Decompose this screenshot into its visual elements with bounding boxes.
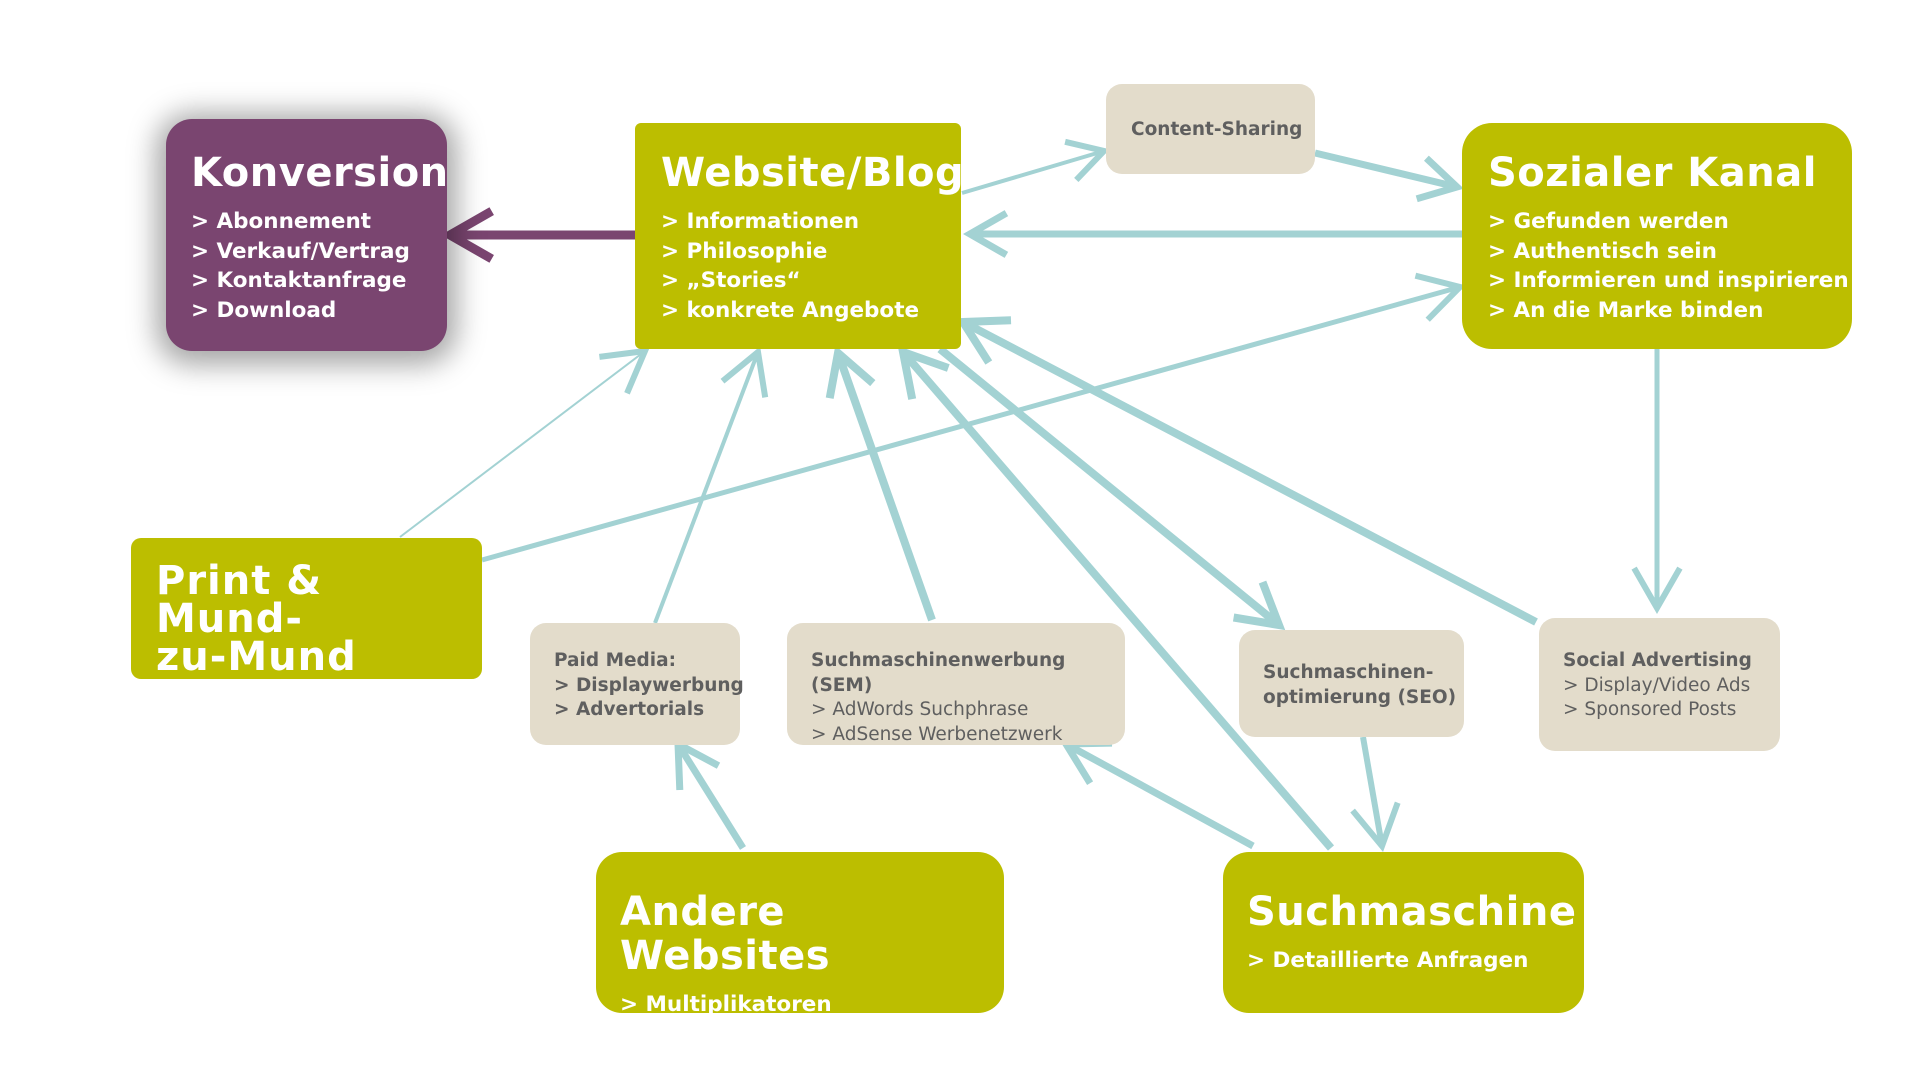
node-konversion-item: > Verkauf/Vertrag — [191, 238, 410, 264]
node-print-mund-zu-mund: Print & Mund- zu-Mund — [131, 538, 482, 679]
node-andere-websites-list: > Multiplikatoren — [620, 990, 1004, 1020]
arrow-paid-media-to-website-shaft — [653, 351, 760, 624]
node-andere-websites-item: > Multiplikatoren — [620, 992, 832, 1017]
arrow-print-to-website — [399, 347, 650, 538]
node-social-advertising-item: > Sponsored Posts — [1563, 699, 1737, 720]
node-sozialer-kanal-item: > Informieren und inspirieren — [1488, 268, 1849, 293]
node-sozialer-kanal-item: > An die Marke binden — [1488, 297, 1764, 323]
node-konversion-title: Konversion — [191, 150, 449, 196]
node-sozialer-kanal-item: > Gefunden werden — [1488, 209, 1729, 234]
node-sem-list: > AdWords Suchphrase > AdSense Werbenetz… — [811, 698, 1125, 747]
arrow-social-advertising-to-website-head — [955, 316, 1012, 365]
arrow-andere-websites-to-paid-media-head — [674, 738, 721, 791]
arrow-sem-to-website-head — [825, 345, 876, 399]
arrow-social-advertising-to-website — [955, 316, 1538, 626]
node-konversion-item: > Download — [191, 297, 337, 323]
arrow-content-sharing-to-sozialer-kanal — [1314, 149, 1464, 203]
node-andere-websites-title: Andere Websites — [620, 889, 831, 979]
node-social-advertising: Social Advertising > Display/Video Ads >… — [1539, 618, 1780, 751]
arrow-paid-media-to-website — [653, 346, 769, 624]
node-website-blog-list: > Informationen > Philosophie > „Stories… — [661, 207, 961, 325]
node-seo-title-line1: Suchmaschinen- — [1263, 662, 1434, 683]
node-seo-title-line2: optimierung (SEO) — [1263, 686, 1457, 708]
node-sozialer-kanal-list: > Gefunden werden > Authentisch sein > I… — [1488, 207, 1852, 325]
arrow-website-to-konversion-head — [440, 207, 494, 263]
arrow-sozialer-kanal-to-website — [962, 210, 1468, 258]
arrow-seo-to-suchmaschine-shaft — [1360, 736, 1385, 847]
arrow-website-to-konversion — [440, 207, 640, 263]
arrow-suchmaschine-to-website-head — [897, 345, 950, 400]
node-konversion-item: > Kontaktanfrage — [191, 268, 407, 293]
arrow-sem-to-website-shaft — [834, 351, 936, 622]
arrow-sem-to-website — [825, 345, 936, 622]
arrow-print-to-sozialer-kanal — [481, 272, 1466, 563]
node-paid-media-title: Paid Media: — [554, 650, 676, 671]
arrow-print-to-website-shaft — [399, 350, 646, 538]
node-social-advertising-item: > Display/Video Ads — [1563, 674, 1751, 696]
arrow-website-to-content-sharing-head — [1064, 138, 1110, 182]
arrow-website-to-seo — [937, 345, 1286, 631]
arrow-website-to-seo-head — [1232, 580, 1286, 631]
arrow-social-advertising-to-website-shaft — [961, 318, 1538, 626]
arrow-print-to-website-head — [599, 347, 650, 395]
node-website-blog-title: Website/Blog — [661, 150, 965, 196]
node-paid-media: Paid Media: > Displaywerbung > Advertori… — [530, 623, 744, 745]
node-suchmaschine-list: > Detaillierte Anfragen — [1247, 946, 1584, 976]
arrow-suchmaschine-to-sem-shaft — [1064, 740, 1255, 850]
arrow-print-to-sozialer-kanal-head — [1414, 272, 1466, 322]
arrow-paid-media-to-website-head — [720, 346, 769, 398]
node-content-sharing-title: Content-Sharing — [1131, 119, 1303, 140]
node-sem-title: Suchmaschinenwerbung (SEM) — [811, 650, 1066, 696]
node-konversion: Konversion > Abonnement > Verkauf/Vertra… — [166, 119, 449, 351]
node-website-blog-item: > konkrete Angebote — [661, 297, 920, 323]
arrow-andere-websites-to-paid-media-shaft — [675, 742, 746, 850]
arrow-website-to-seo-shaft — [937, 345, 1282, 629]
node-sozialer-kanal: Sozialer Kanal > Gefunden werden > Authe… — [1462, 123, 1852, 349]
arrow-seo-to-suchmaschine — [1350, 736, 1401, 852]
node-social-advertising-list: > Display/Video Ads > Sponsored Posts — [1563, 674, 1780, 723]
arrow-website-to-content-sharing — [961, 138, 1110, 195]
node-suchmaschine: Suchmaschine > Detaillierte Anfragen — [1223, 852, 1584, 1013]
node-suchmaschine-title: Suchmaschine — [1247, 889, 1577, 935]
node-paid-media-item: > Advertorials — [554, 699, 705, 720]
node-konversion-item: > Abonnement — [191, 209, 372, 234]
arrow-andere-websites-to-paid-media — [674, 738, 746, 850]
node-website-blog-item: > Informationen — [661, 209, 860, 234]
node-sem-item: > AdSense Werbenetzwerk — [811, 723, 1063, 745]
arrow-sozialer-kanal-to-website-head — [962, 210, 1009, 258]
node-suchmaschine-item: > Detaillierte Anfragen — [1247, 948, 1529, 973]
arrow-content-sharing-to-sozialer-kanal-head — [1415, 155, 1464, 203]
node-seo: Suchmaschinen- optimierung (SEO) — [1239, 630, 1464, 737]
arrow-print-to-sozialer-kanal-shaft — [481, 284, 1461, 563]
node-content-sharing: Content-Sharing — [1106, 84, 1315, 174]
node-sem-item: > AdWords Suchphrase — [811, 699, 1029, 720]
node-paid-media-list: > Displaywerbung > Advertorials — [554, 674, 744, 723]
arrow-seo-to-suchmaschine-head — [1350, 801, 1401, 852]
arrow-suchmaschine-to-website-shaft — [899, 349, 1335, 851]
arrow-suchmaschine-to-sem — [1059, 739, 1255, 850]
arrow-content-sharing-to-sozialer-kanal-shaft — [1314, 149, 1458, 191]
arrow-suchmaschine-to-website — [897, 345, 1335, 851]
node-website-blog: Website/Blog > Informationen > Philosoph… — [635, 123, 965, 349]
node-sozialer-kanal-item: > Authentisch sein — [1488, 238, 1717, 264]
node-website-blog-item: > Philosophie — [661, 238, 828, 264]
node-andere-websites: Andere Websites > Multiplikatoren — [596, 852, 1004, 1017]
node-konversion-list: > Abonnement > Verkauf/Vertrag > Kontakt… — [191, 207, 447, 325]
node-website-blog-item: > „Stories“ — [661, 268, 801, 293]
arrow-website-to-content-sharing-shaft — [961, 149, 1105, 195]
node-sozialer-kanal-title: Sozialer Kanal — [1488, 150, 1817, 196]
node-paid-media-item: > Displaywerbung — [554, 674, 744, 696]
node-sem: Suchmaschinenwerbung (SEM) > AdWords Suc… — [787, 623, 1125, 745]
node-print-title-line1: Print & Mund- — [156, 558, 323, 642]
arrow-sozialer-kanal-to-social-advertising — [1631, 348, 1683, 615]
node-social-advertising-title: Social Advertising — [1563, 650, 1752, 671]
node-print-title-line2: zu-Mund — [156, 634, 357, 680]
arrow-sozialer-kanal-to-social-advertising-head — [1631, 566, 1683, 615]
